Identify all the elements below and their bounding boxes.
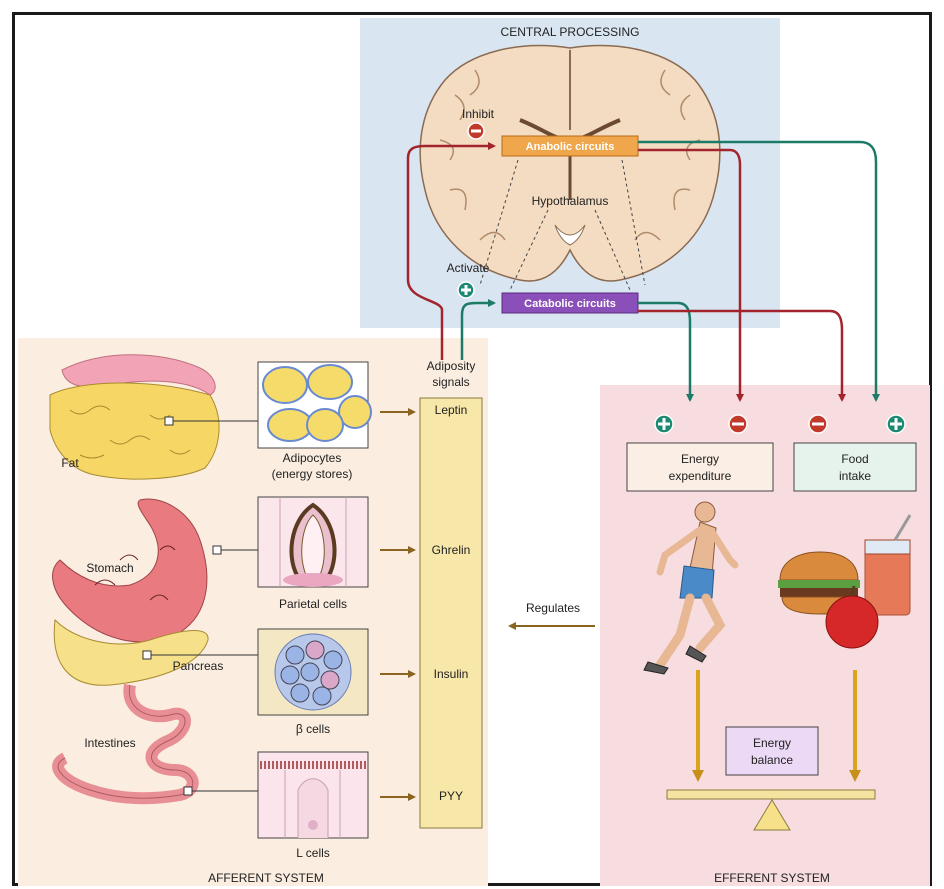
pancreas-label: Pancreas <box>173 659 224 673</box>
expenditure-minus-icon <box>729 415 747 433</box>
regulates-label: Regulates <box>526 601 580 615</box>
balance-beam <box>667 790 875 799</box>
energy-expenditure-label-line2: expenditure <box>669 469 732 483</box>
adipocytes-label-line2: (energy stores) <box>272 467 353 481</box>
food-intake-box <box>794 443 916 491</box>
intestines-callout-box <box>184 787 192 795</box>
stomach-label: Stomach <box>86 561 133 575</box>
energy-balance-box <box>726 727 818 775</box>
energy-expenditure-label-line1: Energy <box>681 452 719 466</box>
beta-cells-label: β cells <box>296 722 330 736</box>
adiposity-signals-label-line1: Adiposity <box>427 359 476 373</box>
food-intake-label-line2: intake <box>839 469 871 483</box>
insulin-label: Insulin <box>434 667 469 681</box>
activate-label: Activate <box>447 261 490 275</box>
inhibit-label: Inhibit <box>462 107 495 121</box>
efferent-system-title: EFFERENT SYSTEM <box>714 871 830 885</box>
intake-plus-icon <box>887 415 905 433</box>
pancreas-callout-box <box>143 651 151 659</box>
plus-icon <box>458 282 474 298</box>
hypothalamus-label: Hypothalamus <box>532 194 609 208</box>
food-intake-label-line1: Food <box>841 452 868 466</box>
expenditure-plus-icon <box>655 415 673 433</box>
fat-callout-box <box>165 417 173 425</box>
intestines-label: Intestines <box>84 736 135 750</box>
parietal-cells-label: Parietal cells <box>279 597 347 611</box>
stomach-callout-box <box>213 546 221 554</box>
pyy-label: PYY <box>439 789 463 803</box>
energy-balance-label-line2: balance <box>751 753 793 767</box>
fat-label: Fat <box>61 456 79 470</box>
intake-minus-icon <box>809 415 827 433</box>
l-cells-illustration <box>258 752 368 838</box>
energy-expenditure-box <box>627 443 773 491</box>
adipocytes-label-line1: Adipocytes <box>283 451 342 465</box>
leptin-label: Leptin <box>435 403 468 417</box>
parietal-cells-illustration <box>258 497 368 587</box>
l-cells-label: L cells <box>296 846 330 860</box>
adipocytes-illustration <box>258 362 371 448</box>
beta-cells-illustration <box>258 629 368 715</box>
ghrelin-label: Ghrelin <box>432 543 471 557</box>
anabolic-circuits-label: Anabolic circuits <box>526 141 615 153</box>
adiposity-signals-label-line2: signals <box>432 375 469 389</box>
energy-balance-label-line1: Energy <box>753 736 791 750</box>
afferent-system-title: AFFERENT SYSTEM <box>208 871 324 885</box>
central-processing-title: CENTRAL PROCESSING <box>501 25 640 39</box>
minus-icon <box>468 123 484 139</box>
catabolic-circuits-label: Catabolic circuits <box>524 298 616 310</box>
adiposity-signals-column <box>420 398 482 828</box>
